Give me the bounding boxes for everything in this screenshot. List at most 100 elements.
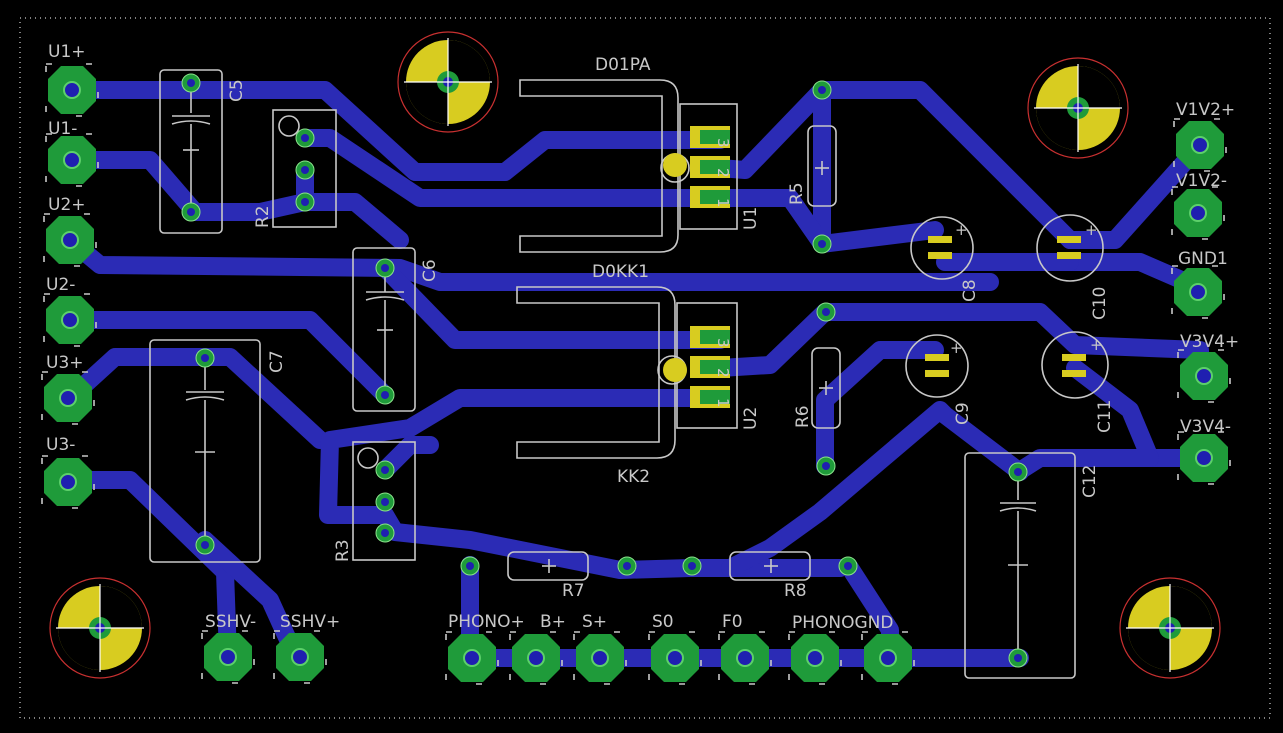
- label-d01pa: D01PA: [595, 55, 651, 75]
- label-c5: C5: [227, 79, 247, 102]
- label-overlap-mid: D0KK1: [592, 262, 649, 282]
- pad-s0: [648, 631, 702, 685]
- svg-text:+: +: [1090, 336, 1103, 354]
- pad-f0: [718, 631, 772, 685]
- pad-v3v4m: [1177, 431, 1231, 485]
- trace-u3p: [61, 348, 329, 449]
- u1-pin2: 2: [714, 168, 732, 178]
- c11-outline: [1041, 331, 1109, 399]
- pad-u2m: [43, 293, 97, 347]
- label-c10: C10: [1090, 286, 1110, 320]
- label-v1v2m: V1V2-: [1176, 171, 1227, 191]
- c8-outline: [910, 216, 974, 280]
- r2-outline: [272, 109, 337, 228]
- r5-outline: [807, 125, 837, 207]
- pad-sshvm: [201, 630, 255, 684]
- c12-outline: [964, 452, 1076, 679]
- label-sshvp: SSHV+: [280, 612, 340, 632]
- pad-v1v2p: [1173, 118, 1227, 172]
- mount-hole-top-left: [397, 31, 499, 133]
- label-c12: C12: [1080, 464, 1100, 498]
- r7-outline: [507, 551, 589, 581]
- pad-u3p: [41, 371, 95, 425]
- c10-outline: [1036, 214, 1104, 282]
- label-v3v4m: V3V4-: [1180, 417, 1231, 437]
- pad-gnd1: [1171, 265, 1225, 319]
- pad-s-plus: [573, 631, 627, 685]
- component-vias: [181, 73, 1028, 668]
- trace-c9: [816, 341, 944, 475]
- label-s0: S0: [652, 612, 674, 632]
- label-u3p: U3+: [46, 353, 84, 373]
- u2-pin1: 1: [714, 398, 732, 408]
- u1-pin1: 1: [714, 198, 732, 208]
- trace-u2m: [61, 311, 394, 404]
- label-c6: C6: [420, 259, 440, 282]
- r6-outline: [811, 347, 841, 429]
- label-c9: C9: [953, 402, 973, 425]
- label-f0: F0: [722, 612, 743, 632]
- trace-u1p: [61, 81, 729, 181]
- label-c7: C7: [267, 350, 287, 373]
- trace-c6: [376, 259, 729, 349]
- connector-pads: [41, 63, 1231, 685]
- heatsink-d01pa: [519, 79, 679, 253]
- trace-c11-v3v4m: [1066, 359, 1209, 467]
- svg-text:+: +: [1085, 221, 1098, 239]
- pad-sshvp: [273, 630, 327, 684]
- label-r2: R2: [253, 205, 273, 228]
- label-r8: R8: [784, 581, 807, 601]
- pad-phono-plus: [445, 631, 499, 685]
- trace-r8-c9: [721, 401, 1029, 577]
- u2-pin3: 3: [714, 338, 732, 348]
- u1-pin3: 3: [714, 138, 732, 148]
- mount-hole-bottom-left: [49, 577, 151, 679]
- label-r5: R5: [787, 182, 807, 205]
- labels: U1+ U1- U2+ U2- U3+ U3- V1V2+ V1V2- GND1…: [46, 42, 1239, 633]
- trace-u1out: [711, 81, 1079, 249]
- label-phono-plus: PHONO+: [448, 612, 525, 632]
- label-r3: R3: [333, 539, 353, 562]
- label-r6: R6: [793, 405, 813, 428]
- label-b-plus: B+: [540, 612, 566, 632]
- pad-v3v4p: [1177, 349, 1231, 403]
- trace-u3m: [61, 471, 237, 664]
- r3-outline: [352, 441, 416, 561]
- label-phono-gnd: PHONOGND: [792, 613, 894, 633]
- c7-outline: [149, 339, 261, 563]
- trace-r2-u1: [296, 129, 729, 207]
- pad-b-plus: [509, 631, 563, 685]
- c5-outline: [159, 69, 223, 234]
- label-u1: U1: [741, 207, 761, 230]
- label-u1p: U1+: [48, 42, 86, 62]
- label-v1v2p: V1V2+: [1176, 100, 1235, 120]
- silkscreen: [149, 69, 1109, 679]
- label-gnd1: GND1: [1178, 249, 1228, 269]
- pad-u2p: [43, 213, 97, 267]
- pad-u3m: [41, 455, 95, 509]
- board-outline: [19, 17, 1271, 719]
- trace-r3: [376, 436, 439, 479]
- pad-gnd: [861, 631, 915, 685]
- trace-r5-c8: [711, 189, 944, 253]
- pad-u1m: [45, 133, 99, 187]
- label-kk2: KK2: [617, 467, 650, 487]
- label-u2: U2: [741, 407, 761, 430]
- trace-v1v2p: [1061, 136, 1209, 249]
- label-s-plus: S+: [582, 612, 607, 632]
- pad-v1v2m: [1171, 186, 1225, 240]
- label-c8: C8: [960, 279, 980, 302]
- label-r7: R7: [562, 581, 585, 601]
- label-sshvm: SSHV-: [205, 612, 256, 632]
- pad-phono-gnd: [788, 631, 842, 685]
- label-u3m: U3-: [46, 435, 75, 455]
- trace-u2out: [711, 303, 1209, 387]
- svg-text:+: +: [955, 221, 968, 239]
- u2-pin2: 2: [714, 368, 732, 378]
- r8-outline: [729, 551, 811, 581]
- mount-hole-bottom-right: [1119, 577, 1221, 679]
- svg-text:+: +: [950, 339, 963, 357]
- label-u1m: U1-: [48, 119, 77, 139]
- mounting-holes: [49, 31, 1221, 679]
